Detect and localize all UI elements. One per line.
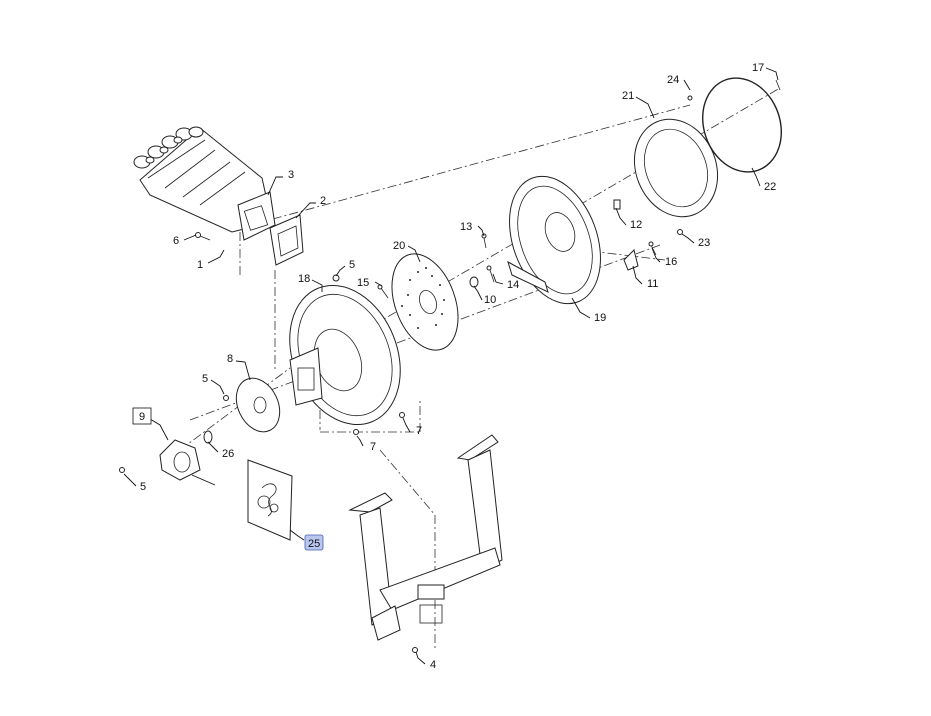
parts-kit-part-25[interactable]: [247, 459, 293, 541]
callout-16: 16: [665, 256, 677, 268]
front-housing-part-19[interactable]: [493, 164, 617, 317]
callout-3: 3: [288, 169, 294, 181]
bolt-part-13[interactable]: [481, 233, 487, 249]
bolt-part-7-b[interactable]: [399, 412, 405, 418]
callout-9: 9: [139, 411, 145, 423]
callout-25-highlight[interactable]: 25: [304, 534, 324, 551]
bolt-part-14[interactable]: [486, 265, 495, 283]
callout-2: 2: [320, 195, 326, 207]
ring-frame-part-21[interactable]: [620, 107, 732, 230]
screw-part-23[interactable]: [677, 229, 683, 235]
outlet-tubes: [133, 126, 204, 169]
callout-9-box: 9: [132, 407, 152, 425]
callout-19: 19: [594, 312, 606, 324]
plate-part-8[interactable]: [228, 371, 288, 439]
callout-6: 6: [173, 235, 179, 247]
impeller-part-20[interactable]: [380, 245, 471, 359]
stand-part-4[interactable]: [348, 434, 503, 653]
bolt-part-7-a[interactable]: [353, 429, 359, 435]
bolt-part-5-top[interactable]: [332, 274, 340, 282]
bolt-part-16[interactable]: [648, 241, 657, 256]
bolt-part-15[interactable]: [377, 284, 389, 299]
callout-5c: 5: [140, 481, 146, 493]
callout-labels: 1 2 3 4 5 5 5 6 7 7 8 9 10 11 12 13 14 1…: [132, 62, 776, 671]
callout-4: 4: [430, 659, 436, 671]
callout-25[interactable]: 25: [308, 538, 320, 550]
callout-13: 13: [460, 221, 472, 233]
seal-ring-part-26[interactable]: [203, 430, 213, 444]
callout-26: 26: [222, 448, 234, 460]
callout-7b: 7: [416, 425, 422, 437]
callout-18: 18: [298, 273, 310, 285]
callout-14: 14: [507, 279, 519, 291]
leader-lines: [123, 67, 779, 665]
callout-17: 17: [752, 62, 764, 74]
gasket-part-2[interactable]: [269, 214, 304, 266]
manifold-part-1[interactable]: [133, 126, 276, 241]
fan-housing-part-18[interactable]: [270, 269, 420, 441]
bolt-part-6[interactable]: [195, 232, 211, 241]
callout-1: 1: [197, 259, 203, 271]
callout-7a: 7: [370, 441, 376, 453]
callout-21: 21: [622, 90, 634, 102]
callout-5a: 5: [349, 259, 355, 271]
callout-5b: 5: [202, 373, 208, 385]
callout-20: 20: [393, 240, 405, 252]
impeller-holes: [401, 267, 445, 329]
bracket-part-11[interactable]: [623, 249, 639, 271]
callout-22: 22: [764, 181, 776, 193]
motor-adapter-part-9[interactable]: [159, 439, 216, 486]
nut-part-10[interactable]: [469, 276, 479, 288]
bolt-part-5-lower[interactable]: [119, 467, 125, 473]
bolt-part-24[interactable]: [687, 95, 693, 101]
callout-23: 23: [698, 237, 710, 249]
callout-12: 12: [630, 219, 642, 231]
callout-8: 8: [227, 353, 233, 365]
bolt-part-5-middle[interactable]: [223, 395, 229, 401]
screw-part-17[interactable]: [775, 79, 781, 91]
fitting-part-12[interactable]: [613, 199, 621, 210]
callout-10: 10: [484, 294, 496, 306]
callout-11: 11: [647, 278, 658, 290]
callout-24: 24: [667, 74, 679, 86]
callout-15: 15: [357, 277, 369, 289]
o-ring-part-22[interactable]: [690, 67, 794, 183]
